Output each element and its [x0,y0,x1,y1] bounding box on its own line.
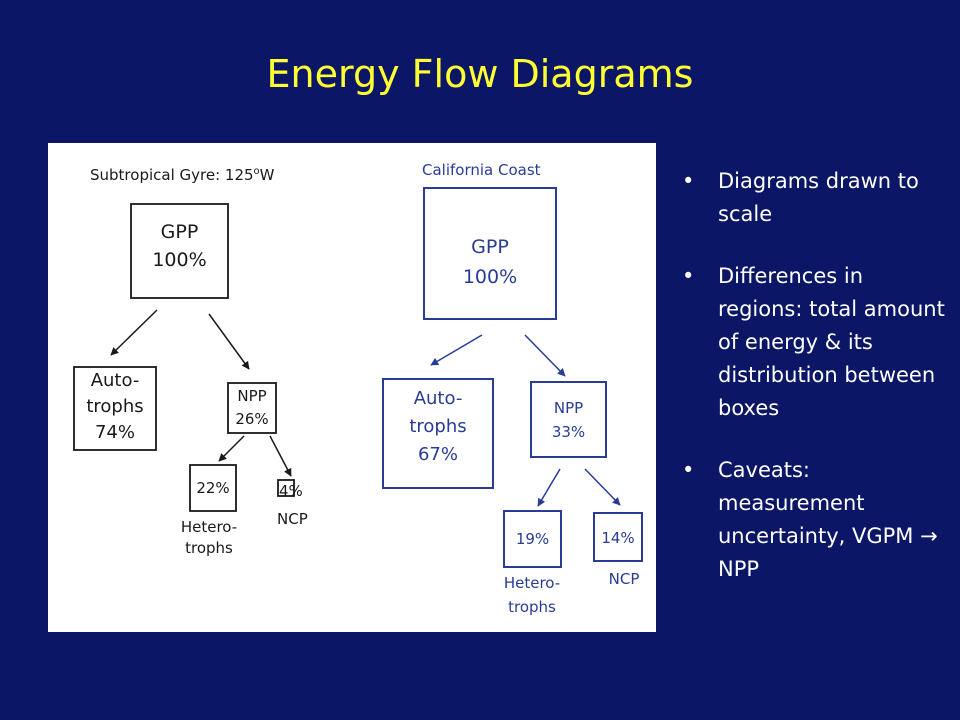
gyre-autotrophs-value: 74% [95,422,135,443]
coast-arrow-gpp-to-autotrophs [430,334,483,366]
coast-ncp-value: 14% [601,529,634,547]
coast-autotrophs-box [382,378,494,489]
gyre-autotrophs-line2: trophs [86,396,143,417]
gyre-heterotrophs-line2: trophs [185,539,233,557]
gyre-npp-value: 26% [235,410,268,428]
gyre-heterotrophs-value: 22% [196,479,229,497]
coast-autotrophs-value: 67% [418,444,458,465]
gyre-gpp-box [130,203,229,299]
bullet-item: Differences in regions: total amount of … [680,260,950,425]
gyre-autotrophs-box [73,366,157,451]
coast-autotrophs-line1: Auto- [414,388,463,409]
gyre-npp-label: NPP [237,387,266,405]
energy-flow-diagram-panel: Subtropical Gyre: 125oW GPP 100% Auto- t… [48,143,656,632]
gyre-arrow-gpp-to-autotrophs [110,309,158,356]
coast-heterotrophs-line1: Hetero- [504,574,560,592]
coast-npp-box [530,381,607,458]
coast-ncp-label: NCP [609,570,640,588]
coast-title: California Coast [422,161,541,179]
gyre-ncp-value: 4% [279,482,303,500]
coast-arrow-gpp-to-npp [524,334,566,377]
gyre-gpp-value: 100% [152,249,206,271]
bullet-item: Diagrams drawn to scale [680,165,950,231]
gyre-ncp-label: NCP [277,510,308,528]
gyre-arrow-npp-to-ncp [269,435,292,477]
gyre-npp-box [227,382,277,434]
coast-npp-label: NPP [554,399,583,417]
gyre-ncp-box [277,479,295,497]
bullet-item: Caveats: measurement uncertainty, VGPM →… [680,454,950,586]
energy-flow-diagram: Subtropical Gyre: 125oW GPP 100% Auto- t… [73,161,643,616]
coast-autotrophs-line2: trophs [409,416,466,437]
gyre-heterotrophs-box [189,464,237,512]
gyre-arrow-gpp-to-npp [208,313,250,370]
coast-ncp-box [593,512,643,562]
coast-npp-value: 33% [552,423,585,441]
coast-arrow-npp-to-ncp [584,468,621,506]
gyre-heterotrophs-line1: Hetero- [181,518,237,536]
coast-gpp-label: GPP [471,236,509,258]
coast-heterotrophs-box [503,510,562,568]
slide-title: Energy Flow Diagrams [266,52,694,96]
gyre-autotrophs-line1: Auto- [91,370,140,391]
coast-gpp-box [423,187,557,320]
coast-heterotrophs-line2: trophs [508,598,556,616]
gyre-arrow-npp-to-heterotrophs [218,435,245,462]
coast-gpp-value: 100% [463,266,517,288]
coast-arrow-npp-to-heterotrophs [537,468,561,507]
gyre-gpp-label: GPP [161,221,199,243]
gyre-title: Subtropical Gyre: 125oW [90,166,275,184]
coast-heterotrophs-value: 19% [516,530,549,548]
bullet-list: Diagrams drawn to scale Differences in r… [680,165,950,615]
